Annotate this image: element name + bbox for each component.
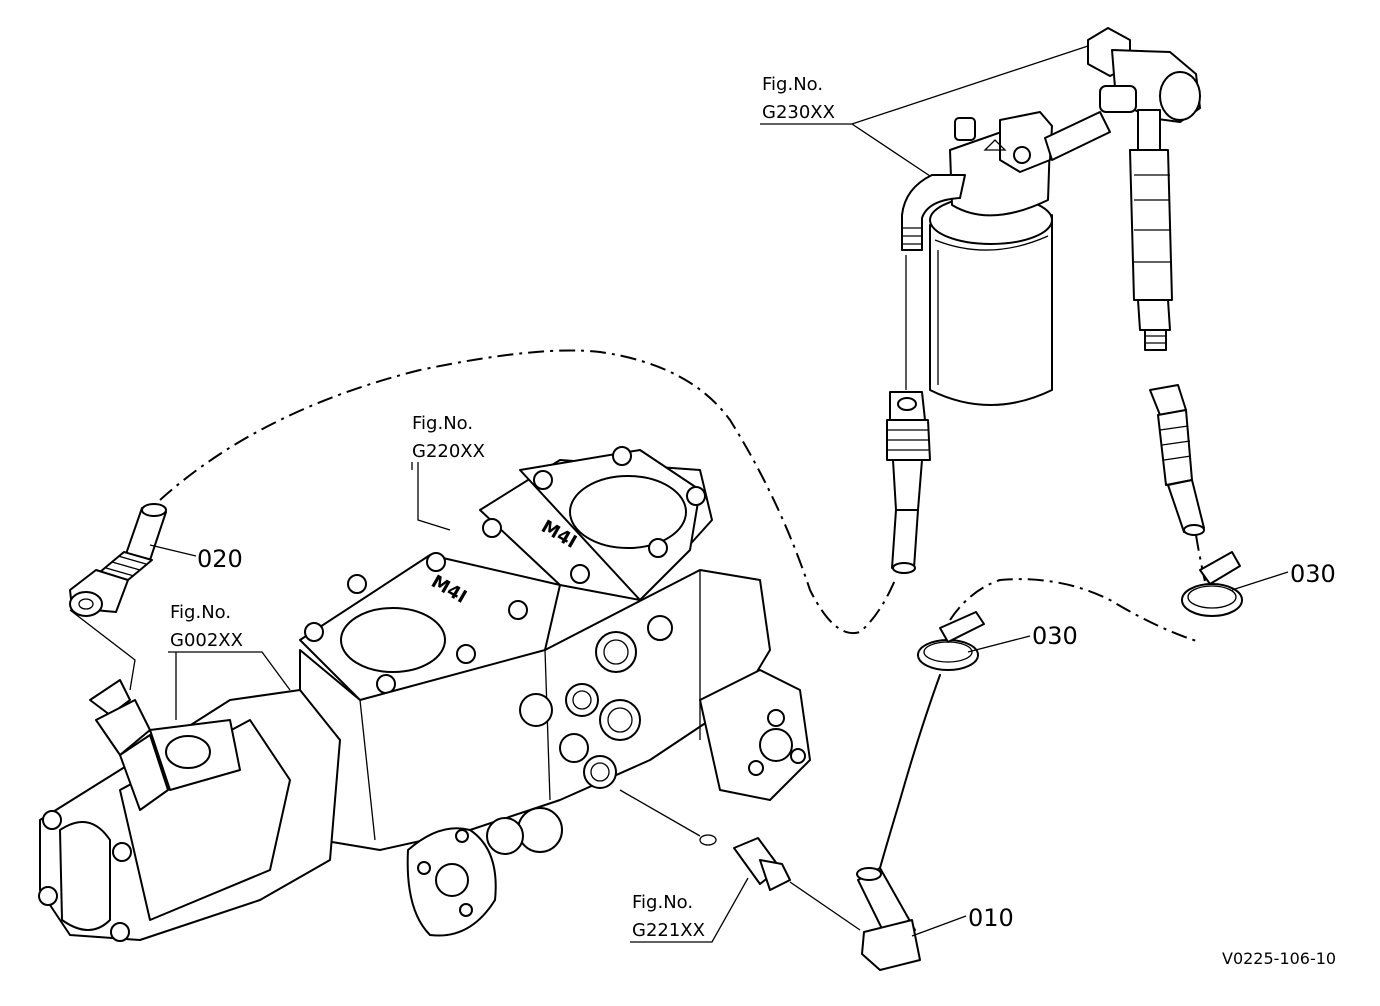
callout-030-b: 030	[1231, 560, 1336, 591]
fig-ref-g230: Fig.No. G230XX	[760, 45, 1089, 177]
callout-030-a: 030	[967, 622, 1078, 653]
callout-030-b-text: 030	[1290, 560, 1336, 588]
drawing-code: V0225-106-10	[1222, 949, 1336, 968]
callout-020: 020	[149, 544, 243, 573]
fig-ref-g220-code: G220XX	[412, 441, 485, 462]
fuel-filter-assembly	[901, 111, 1111, 406]
gear-pump	[38, 609, 341, 942]
fig-ref-g002-title: Fig.No.	[170, 602, 231, 623]
connector-fitting	[619, 789, 861, 931]
fuel-line-to-010	[877, 674, 941, 876]
fig-ref-g221: Fig.No. G221XX	[630, 877, 749, 943]
fuel-hose-route	[159, 349, 896, 635]
fig-ref-g002-code: G002XX	[170, 630, 243, 651]
callout-010: 010	[911, 904, 1014, 937]
callout-030-a-text: 030	[1032, 622, 1078, 650]
hose-clamp-a	[917, 611, 985, 671]
fig-ref-g221-code: G221XX	[632, 920, 705, 941]
fig-ref-g220-title: Fig.No.	[412, 413, 473, 434]
callout-020-text: 020	[197, 545, 243, 573]
fig-ref-g230-code: G230XX	[762, 102, 835, 123]
auxiliary-pump	[699, 669, 811, 801]
filter-hose	[886, 255, 931, 574]
part-010-hose-end	[856, 867, 921, 971]
fig-ref-g221-title: Fig.No.	[632, 892, 693, 913]
fig-ref-g002: Fig.No. G002XX	[168, 602, 291, 720]
fig-ref-g230-title: Fig.No.	[762, 74, 823, 95]
hydraulic-pump-body: M4I M4I	[299, 446, 771, 855]
part-020-hose-end	[69, 503, 167, 617]
fig-ref-g220: Fig.No. G220XX	[411, 413, 485, 531]
return-hose	[1149, 384, 1205, 536]
hose-clamp-b	[1181, 551, 1243, 617]
callout-010-text: 010	[968, 904, 1014, 932]
front-cover	[406, 827, 497, 937]
cover-bolts	[304, 446, 706, 694]
return-hose-route-a	[949, 578, 1201, 643]
banjo-fitting	[1087, 27, 1201, 351]
